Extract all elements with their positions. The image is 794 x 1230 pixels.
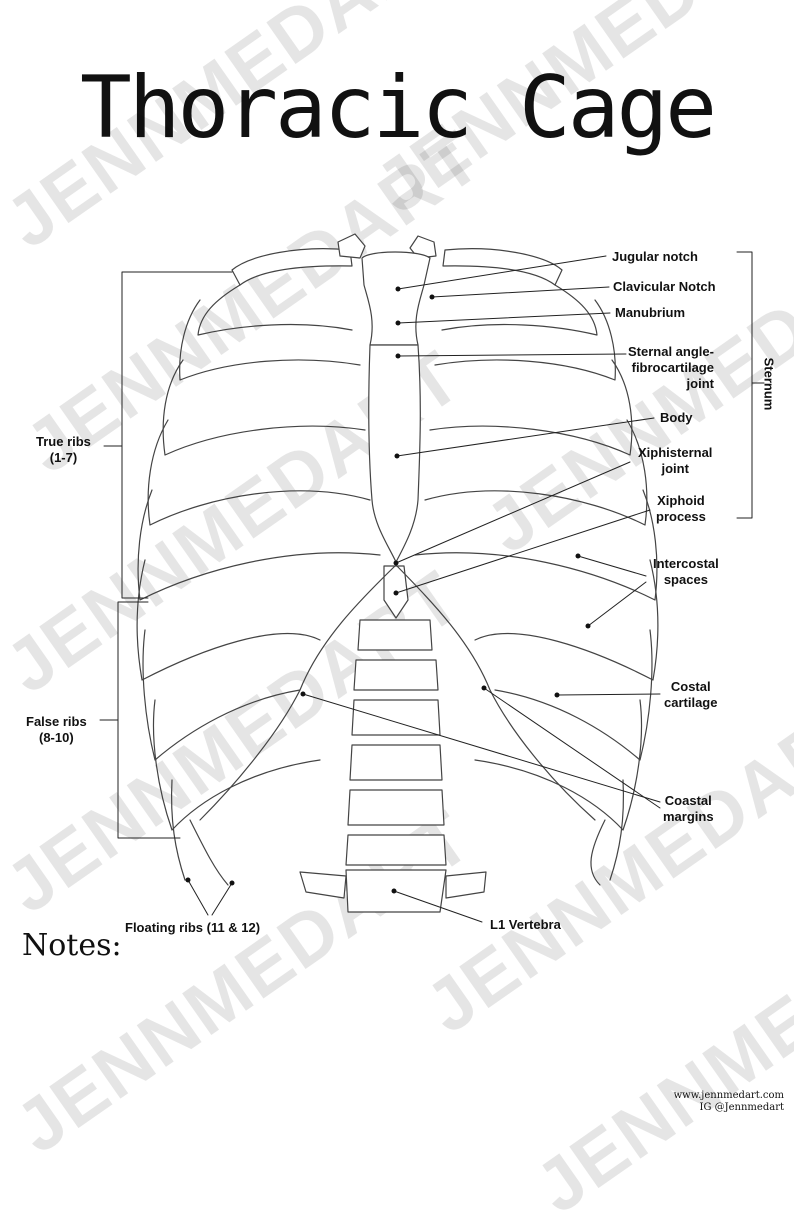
label-xiphisternal-joint: Xiphisternal joint	[638, 445, 713, 476]
label-sternal-angle: Sternal angle- fibrocartilage joint	[628, 344, 714, 391]
label-body: Body	[660, 410, 693, 425]
brackets	[99, 251, 765, 839]
label-xiphoid-process: Xiphoid process	[656, 493, 706, 524]
notes-label: Notes:	[22, 928, 122, 963]
thoracic-cage-illustration	[99, 233, 765, 923]
footer: www.jennmedart.com IG @Jennmedart	[674, 1090, 784, 1114]
label-manubrium: Manubrium	[615, 305, 686, 320]
label-clavicular-notch: Clavicular Notch	[613, 279, 716, 294]
footer-website: www.jennmedart.com	[673, 1090, 784, 1101]
label-false-ribs: False ribs (8-10)	[26, 714, 87, 745]
label-intercostal-spaces: Intercostal spaces	[653, 556, 719, 587]
label-jugular-notch: Jugular notch	[612, 249, 698, 264]
label-l1-vertebra: L1 Vertebra	[490, 917, 561, 932]
leader-lines	[187, 255, 661, 923]
label-costal-cartilage: Costal cartilage	[664, 679, 718, 710]
leader-dots	[185, 286, 591, 894]
page-title: Thoracic Cage	[79, 58, 717, 158]
footer-instagram: IG @Jennmedart	[699, 1102, 785, 1113]
label-sternum: Sternum	[761, 357, 777, 411]
label-true-ribs: True ribs (1-7)	[36, 434, 91, 465]
rib-cage	[136, 233, 659, 913]
label-coastal-margins: Coastal margins	[663, 793, 714, 824]
label-floating-ribs: Floating ribs (11 & 12)	[125, 920, 261, 935]
